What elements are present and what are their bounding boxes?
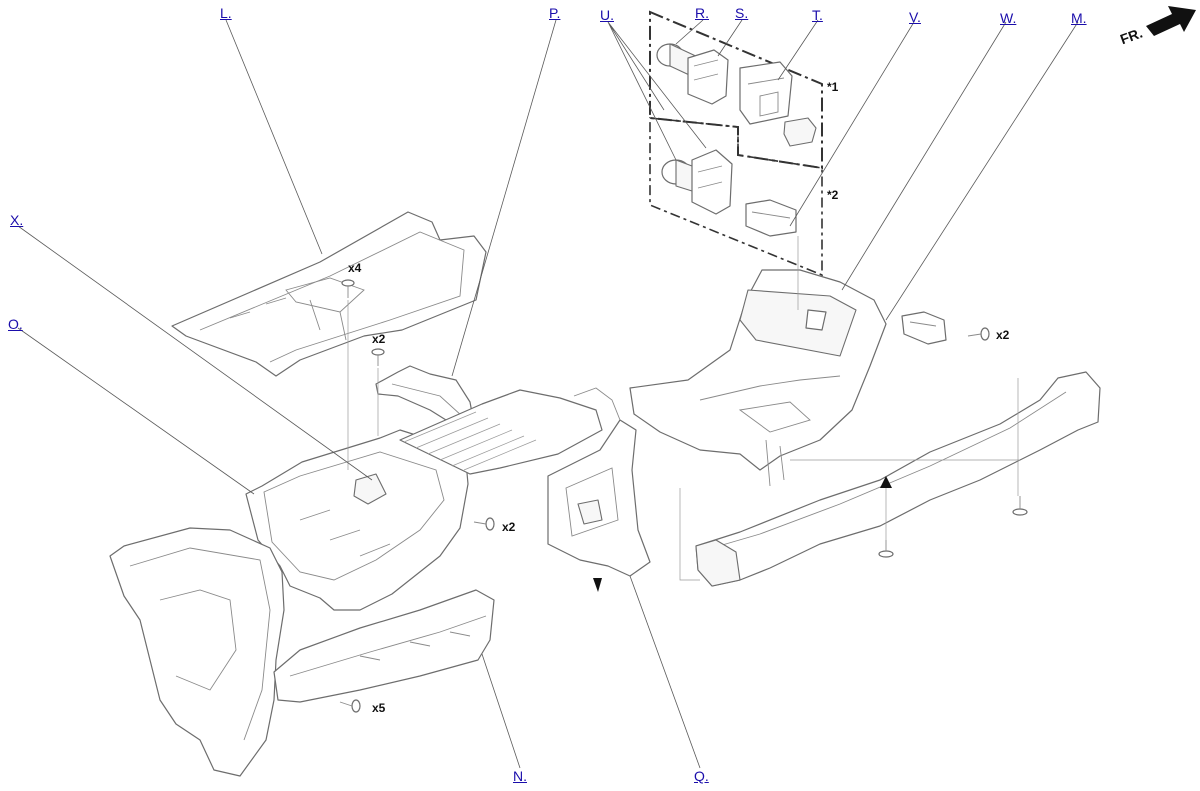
socket-parts-upper — [656, 43, 817, 147]
screw-x4 — [341, 279, 355, 298]
note-2: *2 — [827, 188, 839, 202]
socket-parts-lower — [661, 149, 797, 237]
quantity-x5: x5 — [372, 701, 386, 715]
callout-p[interactable]: P. — [549, 5, 561, 21]
callout-m[interactable]: M. — [1071, 10, 1087, 26]
option-box-2 — [649, 117, 823, 277]
option-box-1 — [649, 10, 823, 170]
screw-x2-top — [371, 348, 385, 366]
callout-q[interactable]: Q. — [694, 768, 709, 784]
console-shutter — [399, 389, 603, 475]
assembly-lines — [347, 236, 1020, 581]
quantity-x2-top: x2 — [372, 332, 386, 346]
quantity-x4: x4 — [348, 261, 362, 275]
front-direction-arrow-icon — [1146, 6, 1196, 36]
callout-l[interactable]: L. — [220, 5, 232, 21]
screw-x5 — [339, 699, 361, 713]
note-1: *1 — [827, 80, 839, 94]
screw-x2-mid — [473, 517, 495, 531]
callout-v[interactable]: V. — [909, 9, 921, 25]
callout-s[interactable]: S. — [735, 5, 749, 21]
console-box-body — [245, 429, 469, 611]
install-direction-markers — [593, 476, 892, 592]
leader-lines — [17, 19, 1079, 769]
screw-x2-right — [967, 327, 990, 341]
callout-o[interactable]: O. — [8, 316, 23, 332]
console-top-trim — [171, 211, 487, 377]
side-bracket — [901, 311, 947, 345]
rear-console-bracket — [547, 387, 651, 577]
callout-t[interactable]: T. — [812, 7, 823, 23]
console-base-frame — [109, 527, 285, 777]
clip-duct-right — [1012, 496, 1028, 516]
quantity-x2-right: x2 — [996, 328, 1010, 342]
clip-duct-left — [878, 540, 894, 558]
front-console-panel — [629, 269, 887, 487]
callout-u[interactable]: U. — [600, 7, 614, 23]
callout-w[interactable]: W. — [1000, 10, 1017, 26]
callout-n[interactable]: N. — [513, 768, 527, 784]
callout-r[interactable]: R. — [695, 5, 709, 21]
callout-x[interactable]: X. — [10, 212, 24, 228]
console-side-panel — [273, 589, 495, 703]
quantity-x2-mid: x2 — [502, 520, 516, 534]
